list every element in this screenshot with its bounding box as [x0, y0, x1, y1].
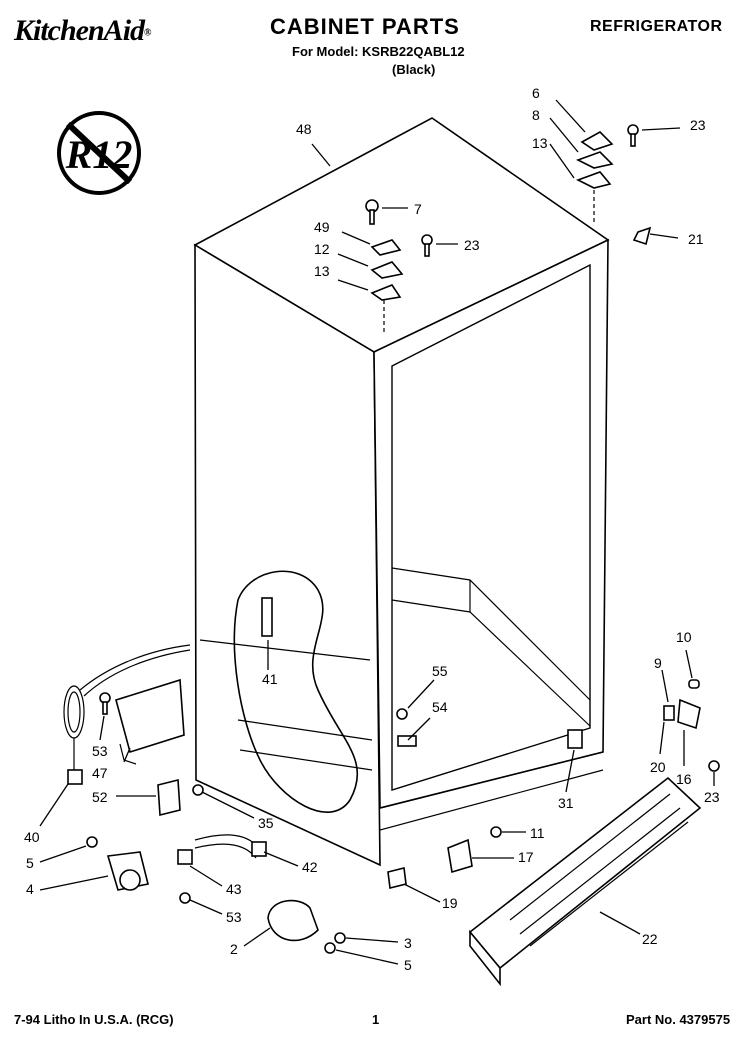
callout-label: 22 — [642, 931, 658, 947]
power-cord-and-bracket — [63, 644, 204, 817]
lower-hinge-right — [567, 679, 720, 772]
r12-badge-icon: R12 — [57, 111, 141, 195]
callout-label: 55 — [432, 663, 448, 679]
callout-label: 41 — [262, 671, 278, 687]
part-41-drain-tube — [261, 597, 273, 637]
callout-label: 12 — [314, 241, 330, 257]
cabinet-shell — [193, 117, 610, 867]
callout-label: 23 — [704, 789, 720, 805]
callout-labels: 48 6 8 13 23 7 49 12 23 13 21 10 9 41 55… — [24, 85, 720, 973]
cabinet-parts-diagram: R12 — [24, 85, 720, 987]
callout-label: 31 — [558, 795, 574, 811]
callout-label: 40 — [24, 829, 40, 845]
callout-label: 16 — [676, 771, 692, 787]
callout-label: 11 — [530, 825, 545, 841]
callout-label: 53 — [226, 909, 242, 925]
callout-label: 5 — [404, 957, 412, 973]
callout-label: 43 — [226, 881, 242, 897]
footer-page-number: 1 — [372, 1012, 380, 1027]
model-line: For Model: KSRB22QABL12 — [292, 44, 465, 59]
callout-label: 54 — [432, 699, 448, 715]
callout-label: 23 — [464, 237, 480, 253]
upper-hinge-left — [365, 199, 433, 332]
callout-label: 20 — [650, 759, 666, 775]
callout-label: 4 — [26, 881, 34, 897]
callout-label: 17 — [518, 849, 534, 865]
callout-label: 52 — [92, 789, 108, 805]
page-title: CABINET PARTS — [270, 14, 460, 39]
upper-hinge-right — [575, 124, 652, 246]
center-lower-parts — [387, 826, 502, 889]
front-leveling-parts — [86, 708, 417, 954]
footer-part-number: Part No. 4379575 — [626, 1012, 731, 1027]
callout-label: 2 — [230, 941, 238, 957]
callout-label: 5 — [26, 855, 34, 871]
callout-label: 7 — [414, 201, 422, 217]
callout-label: 53 — [92, 743, 108, 759]
brand-logo: KitchenAid® — [14, 14, 152, 47]
callout-label: 10 — [676, 629, 692, 645]
callout-label: 48 — [296, 121, 312, 137]
callout-label: 3 — [404, 935, 412, 951]
callout-label: 13 — [314, 263, 330, 279]
color-line: (Black) — [392, 62, 436, 77]
footer-litho: 7-94 Litho In U.S.A. (RCG) — [14, 1012, 174, 1027]
callout-leaders — [39, 99, 715, 965]
callout-label: 13 — [532, 135, 548, 151]
callout-label: 21 — [688, 231, 704, 247]
callout-label: 9 — [654, 655, 662, 671]
callout-label: 23 — [690, 117, 706, 133]
callout-label: 49 — [314, 219, 330, 235]
callout-label: 6 — [532, 85, 540, 101]
callout-label: 8 — [532, 107, 540, 123]
callout-label: 35 — [258, 815, 274, 831]
category-label: REFRIGERATOR — [590, 18, 723, 35]
callout-label: 42 — [302, 859, 318, 875]
toe-grille — [468, 776, 702, 987]
callout-label: 19 — [442, 895, 458, 911]
callout-label: 47 — [92, 765, 108, 781]
